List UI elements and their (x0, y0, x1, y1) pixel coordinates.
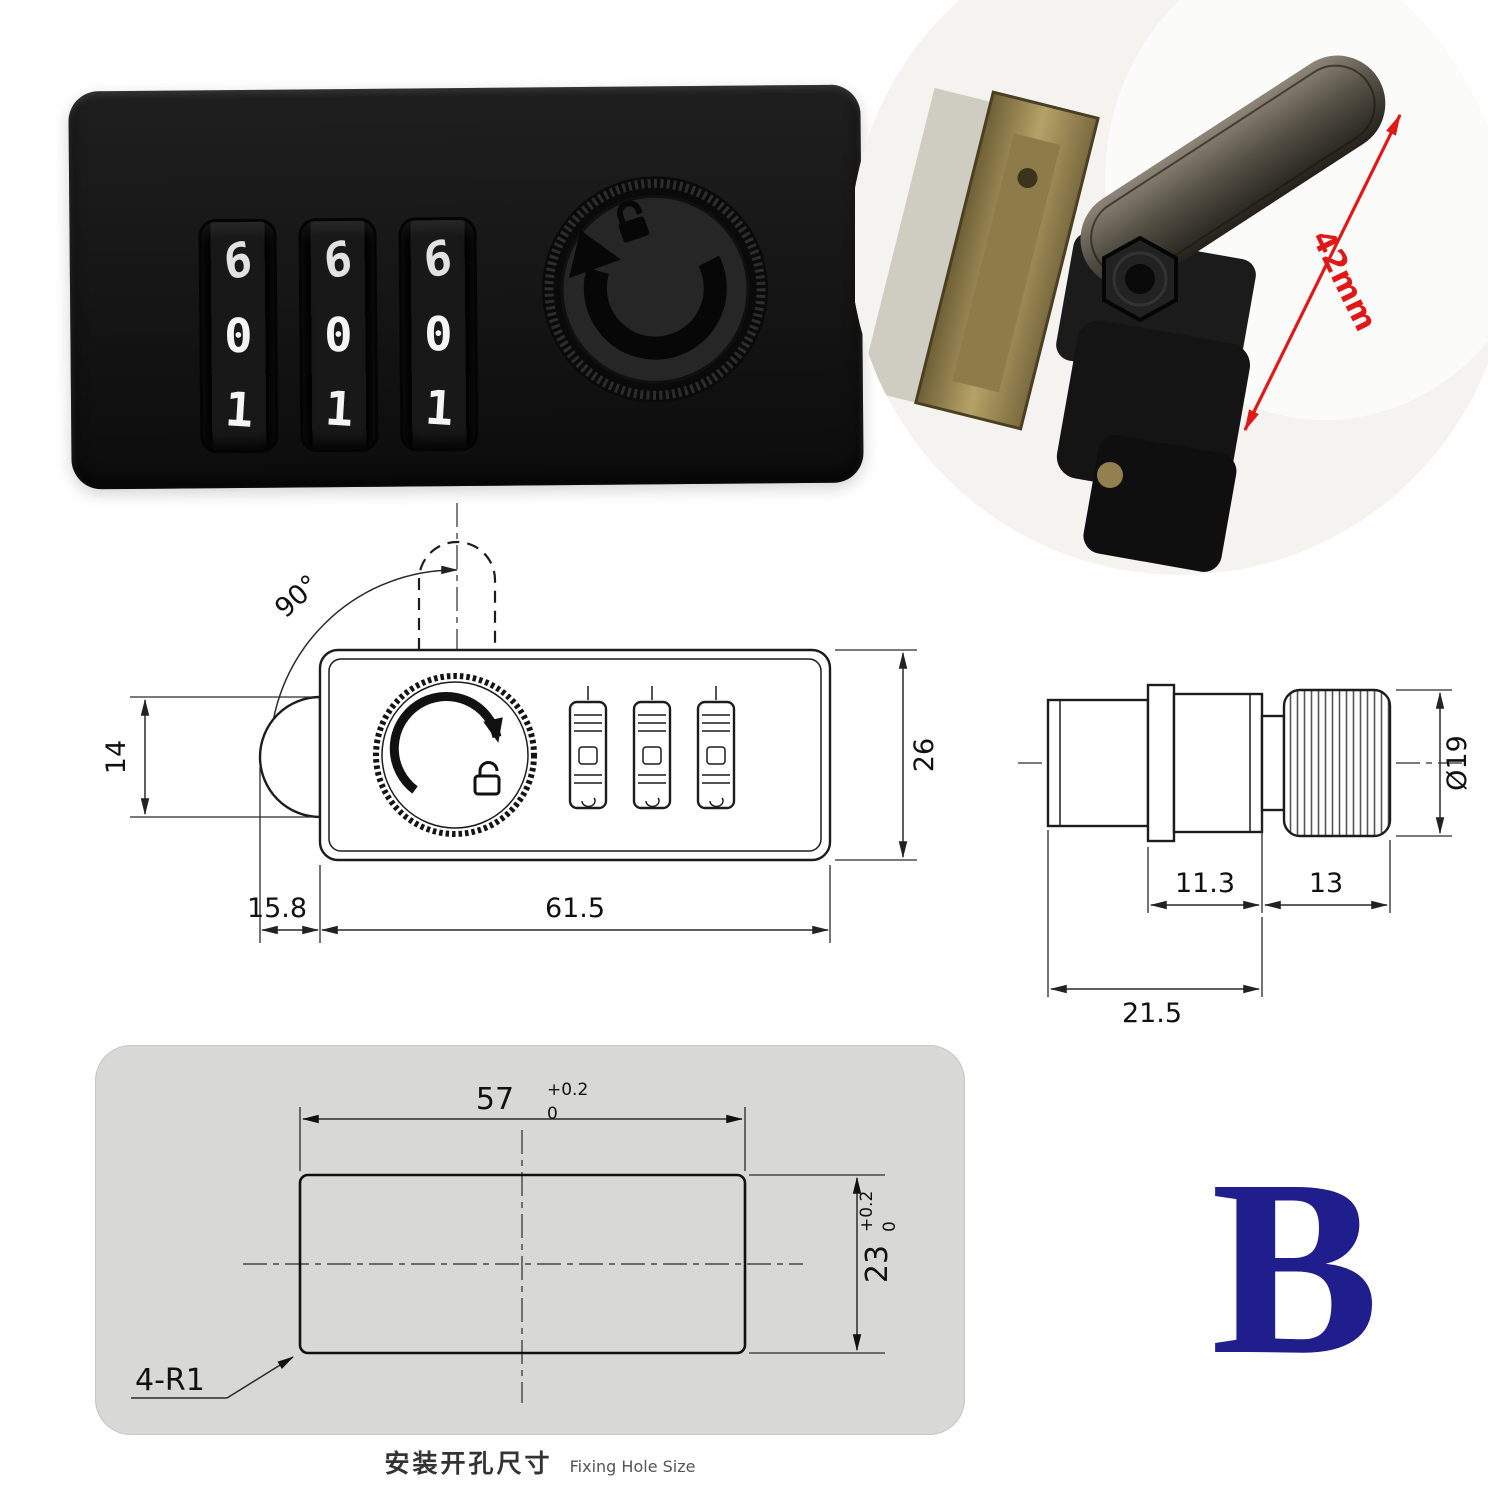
dial-digit: 6 (420, 229, 456, 291)
fixing-hole-drawing: 57 +0.2 0 23 +0.2 0 4-R1 (131, 1080, 900, 1403)
body-drum (1172, 692, 1264, 834)
rotate-arrow-icon (583, 255, 727, 360)
dial-knurl (373, 673, 537, 837)
neck (1260, 714, 1286, 812)
corner-radius-leader (226, 1356, 295, 1399)
hole-outline (298, 1173, 747, 1355)
combination-knob (537, 171, 773, 407)
screw (1097, 462, 1123, 488)
dim-body-width-label: 61.5 (545, 893, 605, 924)
hole-width-tol-upper: +0.2 (547, 1080, 588, 1100)
code-dial-3: 6 0 1 (401, 219, 476, 449)
side-view-drawing: Ø19 11.3 13 21.5 (1018, 683, 1473, 1029)
caption: 安装开孔尺寸 Fixing Hole Size (160, 1444, 920, 1480)
front-view-drawing: 90° 14 15. (101, 503, 940, 943)
dial-digit: 6 (320, 229, 356, 292)
dim-hole-height-label-group: 23 +0.2 0 (857, 1191, 900, 1283)
dial-face (381, 681, 529, 829)
hole-width-tol-lower: 0 (547, 1104, 558, 1124)
knurled-knob (1282, 688, 1392, 838)
dim-shaft-length-label: 21.5 (1122, 998, 1182, 1029)
dim-knob-length-label: 13 (1309, 868, 1343, 899)
code-dial-2: 6 0 1 (301, 220, 376, 450)
cam-length-dimension-line (1243, 113, 1402, 432)
flange (1146, 683, 1176, 843)
code-wheel-2 (632, 686, 672, 810)
caption-chinese: 安装开孔尺寸 (384, 1449, 553, 1478)
rotate-arrow-icon (389, 691, 503, 794)
fixing-hole-panel: 57 +0.2 0 23 +0.2 0 4-R1 (95, 1045, 965, 1435)
dial-digit: 1 (223, 382, 255, 439)
latch-front (258, 695, 322, 819)
slide-bracket (859, 87, 1100, 431)
dim-body-length-label: 11.3 (1175, 868, 1235, 899)
latch-rotated-dashed (417, 540, 497, 650)
caption-english: Fixing Hole Size (569, 1457, 696, 1476)
dial-digit: 1 (423, 380, 455, 438)
code-wheel-3 (696, 686, 736, 810)
hole-height-tol-upper: +0.2 (857, 1191, 877, 1232)
dim-hole-width-label: 57 (476, 1082, 514, 1117)
dial-digit: 0 (424, 306, 453, 362)
variant-letter: B (1210, 1127, 1380, 1407)
padlock-icon (616, 200, 650, 243)
dial-digit: 0 (324, 307, 353, 363)
latch-shaft (1046, 698, 1150, 828)
rotate-arrow-head-icon (568, 229, 621, 279)
knob-graphic (542, 176, 769, 403)
rotation-arc (269, 565, 459, 756)
dial-digit: 0 (224, 308, 253, 364)
dial-digit: 6 (220, 230, 256, 293)
corner-radius-label: 4-R1 (135, 1363, 205, 1398)
dim-latch-protrusion-label: 15.8 (247, 893, 307, 924)
dim-hole-height-label: 23 (860, 1245, 895, 1283)
padlock-icon (473, 761, 501, 796)
lock-face-photo: 6 0 1 6 0 1 6 0 1 (68, 84, 864, 490)
pivot-nut (1102, 235, 1178, 323)
hole-height-tol-lower: 0 (880, 1221, 900, 1232)
code-wheel-1 (568, 686, 608, 810)
dim-knob-diameter-label: Ø19 (1442, 735, 1473, 791)
dim-body-height-label: 26 (909, 738, 940, 772)
dim-latch-height-label: 14 (101, 740, 132, 774)
cam-mechanism-photo: 42mm (855, 0, 1488, 575)
code-dial-1: 6 0 1 (201, 221, 276, 451)
angle-label: 90° (269, 569, 325, 624)
dial-digit: 1 (323, 381, 355, 438)
